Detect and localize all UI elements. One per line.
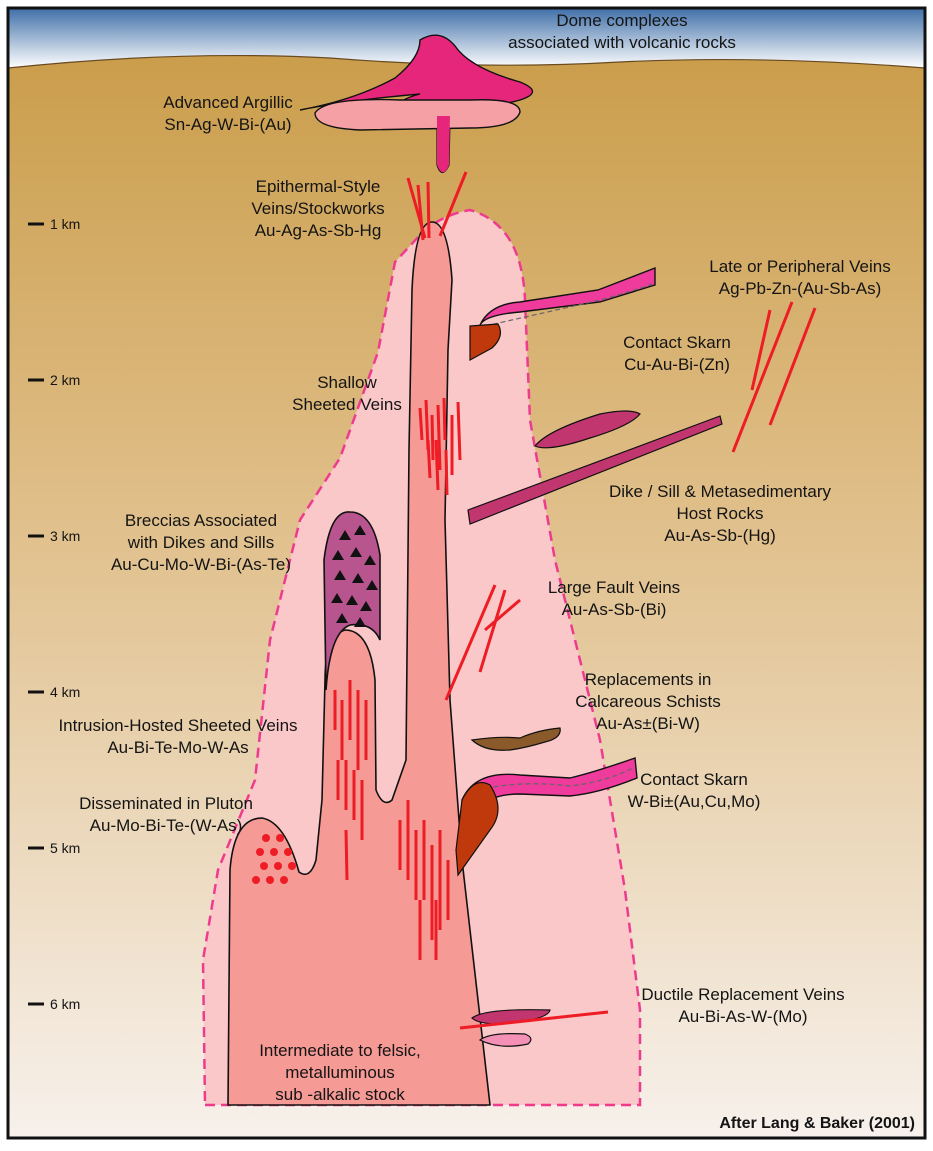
label-replacements-3: Au-As±(Bi-W) xyxy=(596,714,700,733)
disseminated-dot xyxy=(270,848,278,856)
label-argillic-1: Advanced Argillic xyxy=(163,93,293,112)
credit-text: After Lang & Baker (2001) xyxy=(719,1115,915,1132)
sheeted-vein xyxy=(444,398,445,440)
sheeted-vein xyxy=(446,450,447,495)
disseminated-dot xyxy=(256,848,264,856)
label-dike-3: Au-As-Sb-(Hg) xyxy=(664,526,775,545)
label-peripheral-1: Late or Peripheral Veins xyxy=(709,257,890,276)
sheeted-vein xyxy=(428,182,429,238)
label-argillic-2: Sn-Ag-W-Bi-(Au) xyxy=(164,115,291,134)
label-peripheral-2: Ag-Pb-Zn-(Au-Sb-As) xyxy=(719,279,881,298)
label-skarn-w-2: W-Bi±(Au,Cu,Mo) xyxy=(628,792,761,811)
sheeted-vein xyxy=(428,440,430,478)
depth-label-2km: 2 km xyxy=(50,372,80,388)
sheeted-vein xyxy=(432,415,433,460)
label-shallow-1: Shallow xyxy=(317,373,377,392)
label-dome-2: associated with volcanic rocks xyxy=(508,33,736,52)
label-intrusion-2: Au-Bi-Te-Mo-W-As xyxy=(107,738,248,757)
label-dike-2: Host Rocks xyxy=(677,504,764,523)
label-ductile-2: Au-Bi-As-W-(Mo) xyxy=(678,1007,807,1026)
label-fault-1: Large Fault Veins xyxy=(548,578,680,597)
sheeted-vein xyxy=(436,440,438,490)
label-epithermal-3: Au-Ag-As-Sb-Hg xyxy=(255,221,382,240)
label-breccias-3: Au-Cu-Mo-W-Bi-(As-Te) xyxy=(111,555,291,574)
depth-label-4km: 4 km xyxy=(50,684,80,700)
dome-feeder-front xyxy=(437,116,450,173)
label-disseminated-2: Au-Mo-Bi-Te-(W-As) xyxy=(90,816,243,835)
label-replacements-1: Replacements in xyxy=(585,670,712,689)
label-breccias-1: Breccias Associated xyxy=(125,511,277,530)
label-stock-3: sub -alkalic stock xyxy=(275,1085,405,1104)
disseminated-dot xyxy=(274,862,282,870)
sheeted-vein xyxy=(420,408,422,440)
label-skarn-w-1: Contact Skarn xyxy=(640,770,748,789)
disseminated-dot xyxy=(280,876,288,884)
depth-label-3km: 3 km xyxy=(50,528,80,544)
disseminated-dot xyxy=(284,848,292,856)
label-dike-1: Dike / Sill & Metasedimentary xyxy=(609,482,832,501)
label-disseminated-1: Disseminated in Pluton xyxy=(79,794,253,813)
label-intrusion-1: Intrusion-Hosted Sheeted Veins xyxy=(58,716,297,735)
label-fault-2: Au-As-Sb-(Bi) xyxy=(562,600,667,619)
label-breccias-2: with Dikes and Sills xyxy=(127,533,274,552)
depth-label-1km: 1 km xyxy=(50,216,80,232)
depth-label-6km: 6 km xyxy=(50,996,80,1012)
label-shallow-2: Sheeted Veins xyxy=(292,395,402,414)
label-epithermal-2: Veins/Stockworks xyxy=(251,199,384,218)
disseminated-dot xyxy=(276,834,284,842)
advanced-argillic-zone xyxy=(315,100,520,130)
disseminated-dot xyxy=(260,862,268,870)
disseminated-dot xyxy=(288,862,296,870)
sheeted-vein xyxy=(346,830,347,880)
disseminated-dot xyxy=(252,876,260,884)
label-epithermal-1: Epithermal-Style xyxy=(256,177,381,196)
depth-label-5km: 5 km xyxy=(50,840,80,856)
label-skarn-cu-1: Contact Skarn xyxy=(623,333,731,352)
label-ductile-1: Ductile Replacement Veins xyxy=(641,985,844,1004)
disseminated-dot xyxy=(266,876,274,884)
label-skarn-cu-2: Cu-Au-Bi-(Zn) xyxy=(624,355,730,374)
label-stock-2: metalluminous xyxy=(285,1063,395,1082)
label-replacements-2: Calcareous Schists xyxy=(575,692,721,711)
disseminated-dot xyxy=(262,834,270,842)
label-stock-1: Intermediate to felsic, xyxy=(259,1041,421,1060)
label-dome-1: Dome complexes xyxy=(556,11,687,30)
sheeted-vein xyxy=(458,402,460,460)
